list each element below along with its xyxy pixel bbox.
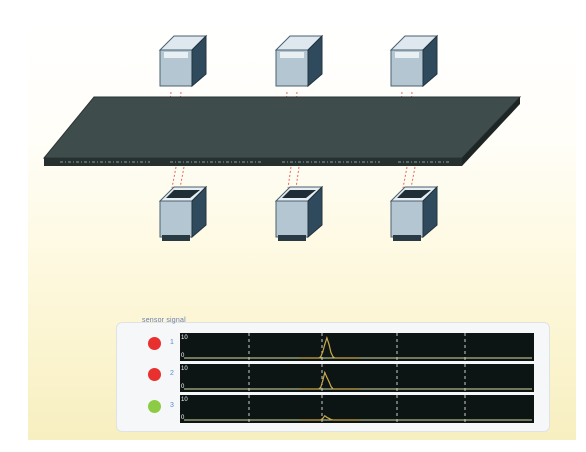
plate-side-edge bbox=[462, 97, 520, 166]
top-sensor-1 bbox=[158, 34, 208, 88]
signal-chart-2 bbox=[180, 364, 534, 392]
signal-point bbox=[324, 415, 326, 417]
row-1-ymin-label: 0 bbox=[181, 353, 185, 359]
panel-title: sensor signal bbox=[142, 317, 186, 324]
signal-point bbox=[322, 380, 324, 382]
beam-bottom-2-left bbox=[287, 166, 292, 189]
beam-bottom-3-right bbox=[410, 166, 416, 189]
status-led-2 bbox=[148, 368, 161, 381]
row-2-ymax-label: 10 bbox=[181, 366, 188, 372]
signal-line bbox=[300, 370, 360, 390]
signal-point bbox=[324, 372, 326, 374]
bottom-beams bbox=[171, 166, 416, 189]
signal-point bbox=[328, 381, 330, 383]
signal-chart-1 bbox=[180, 333, 534, 361]
signal-point bbox=[328, 343, 330, 345]
status-led-1 bbox=[148, 337, 161, 350]
bottom-sensor-2 bbox=[274, 185, 324, 241]
row-2-ymin-label: 0 bbox=[181, 384, 185, 390]
top-sensors bbox=[158, 34, 439, 88]
signal-point bbox=[332, 356, 334, 358]
signal-point bbox=[324, 343, 326, 345]
row-1-ymax-label: 10 bbox=[181, 335, 188, 341]
signal-line bbox=[300, 414, 360, 421]
bottom-sensors bbox=[158, 185, 439, 241]
signal-point bbox=[320, 356, 322, 358]
row-label-3: 3 bbox=[170, 402, 174, 409]
chart-background bbox=[180, 395, 534, 423]
signal-point bbox=[322, 351, 324, 353]
row-3-ymax-label: 10 bbox=[181, 397, 188, 403]
beam-bottom-1-left bbox=[171, 166, 177, 189]
beam-bottom-2-right bbox=[295, 166, 300, 189]
signal-point bbox=[326, 416, 328, 418]
row-3-ymin-label: 0 bbox=[181, 415, 185, 421]
bottom-sensor-1 bbox=[158, 185, 208, 241]
row-label-1: 1 bbox=[170, 339, 174, 346]
signal-point bbox=[330, 352, 332, 354]
bottom-sensor-3 bbox=[389, 185, 439, 241]
row-label-2: 2 bbox=[170, 370, 174, 377]
signal-chart-3 bbox=[180, 395, 534, 423]
signal-point bbox=[326, 376, 328, 378]
status-led-3 bbox=[148, 400, 161, 413]
signal-point bbox=[330, 385, 332, 387]
signal-line bbox=[300, 335, 360, 359]
top-sensor-2 bbox=[274, 34, 324, 88]
signal-point bbox=[322, 417, 324, 419]
signal-point bbox=[328, 417, 330, 419]
metal-plate bbox=[42, 96, 522, 166]
signal-point bbox=[330, 418, 332, 421]
signal-point bbox=[326, 337, 328, 339]
beam-bottom-1-right bbox=[179, 166, 185, 189]
top-sensor-3 bbox=[389, 34, 439, 88]
signal-point bbox=[320, 386, 322, 388]
chart-background bbox=[180, 333, 534, 361]
chart-background bbox=[180, 364, 534, 392]
beam-bottom-3-left bbox=[402, 166, 408, 189]
